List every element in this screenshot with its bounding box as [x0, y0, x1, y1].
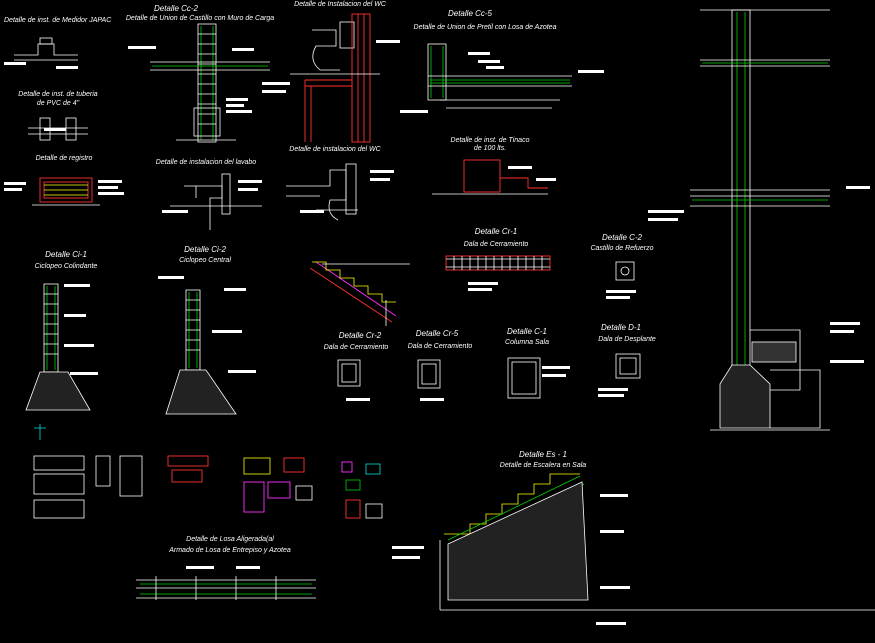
title-instal-wc-top: Detalle de Instalacion del WC	[294, 1, 387, 8]
title-cc2: Detalle Cc-2	[154, 4, 199, 13]
subtitle-c1: Columna Sala	[505, 339, 549, 346]
detail-ci2	[158, 276, 256, 415]
title-losa-1: Detalle de Losa Aligerada(al	[186, 536, 274, 543]
title-instal-wc: Detalle de instalacion del WC	[289, 146, 381, 153]
furniture-blocks	[33, 424, 383, 519]
subtitle-d1: Dala de Desplante	[598, 336, 656, 343]
subtitle-cc2: Detalle de Union de Castillo con Muro de…	[126, 15, 274, 22]
title-cr5: Detalle Cr-5	[416, 329, 459, 338]
subtitle-cr1: Dala de Cerramiento	[464, 241, 529, 248]
title-tinaco-2: de 100 lts.	[474, 145, 506, 152]
detail-registro	[4, 177, 124, 206]
detail-wall-section	[648, 9, 870, 431]
title-tuberia-1: Detalle de inst. de tuberia	[18, 91, 97, 98]
title-c2: Detalle C-2	[602, 233, 643, 242]
subtitle-ci2: Ciclopeo Central	[179, 257, 231, 264]
subtitle-cr5: Dala de Cerramiento	[408, 343, 473, 350]
detail-instal-wc-top	[262, 13, 400, 143]
title-d1: Detalle D-1	[601, 323, 641, 332]
detail-tuberia	[28, 117, 88, 141]
detail-c1	[507, 357, 570, 399]
subtitle-cr2: Dala de Cerramiento	[324, 344, 389, 351]
title-c1: Detalle C-1	[507, 327, 547, 336]
subtitle-c2: Castillo de Refuerzo	[590, 245, 653, 252]
detail-d1	[598, 353, 641, 397]
detail-cr1	[445, 255, 551, 291]
detail-medidor	[4, 37, 78, 69]
title-cc5: Detalle Cc-5	[448, 9, 493, 18]
title-medidor: Detalle de inst. de Medidor JAPAC	[4, 17, 112, 24]
detail-cc2	[128, 23, 270, 143]
title-registro: Detalle de registro	[36, 155, 93, 162]
detail-tinaco	[432, 159, 556, 195]
detail-c2	[606, 261, 636, 299]
title-ci2: Detalle Ci-2	[184, 245, 226, 254]
detail-cr2	[337, 359, 370, 401]
detail-stair-small	[309, 261, 410, 326]
detail-lavabo	[162, 173, 262, 230]
title-tinaco-1: Detalle de inst. de Tinaco	[451, 137, 530, 144]
subtitle-ci1: Ciclopeo Colindante	[35, 263, 98, 270]
title-cr2: Detalle Cr-2	[339, 331, 382, 340]
subtitle-cc5: Detalle de Union de Pretil con Losa de A…	[414, 24, 557, 31]
detail-escalera	[392, 473, 875, 625]
title-ci1: Detalle Ci-1	[45, 250, 87, 259]
title-es1: Detalle Es - 1	[519, 450, 567, 459]
subtitle-es1: Detalle de Escalera en Sala	[500, 462, 586, 469]
title-cr1: Detalle Cr-1	[475, 227, 518, 236]
title-losa-2: Armado de Losa de Entrepiso y Azotea	[168, 547, 291, 554]
detail-instal-wc	[286, 163, 394, 221]
title-tuberia-2: de PVC de 4"	[37, 100, 80, 107]
detail-cc5	[400, 43, 604, 113]
detail-cr5	[417, 359, 444, 401]
title-lavabo: Detalle de instalacion del lavabo	[156, 159, 257, 166]
detail-losa	[136, 566, 316, 600]
detail-ci1	[25, 283, 98, 411]
